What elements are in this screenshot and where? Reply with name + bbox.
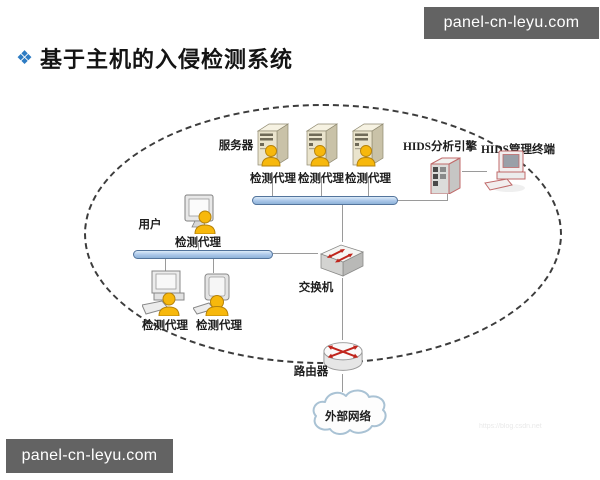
hids-engine-icon [430,157,461,194]
agent-label: 检测代理 [250,173,296,185]
slide-title: ❖ 基于主机的入侵检测系统 [16,42,293,74]
connector-line [342,205,343,242]
connector-line [273,253,318,254]
router-icon [323,342,363,371]
network-boundary-ellipse [84,104,562,364]
agent-label: 检测代理 [142,320,188,332]
user-network-bus [133,250,273,259]
agent-person-icon [356,145,376,167]
connector-line [198,243,199,250]
watermark-badge-bottom-left[interactable]: panel-cn-leyu.com [6,439,173,473]
agent-person-icon [194,210,216,234]
user-label: 用户 [138,219,162,231]
agent-label: 检测代理 [345,173,391,185]
external-network-label: 外部网络 [325,411,371,423]
page-title: 基于主机的入侵检测系统 [40,47,294,72]
agent-person-icon [310,145,330,167]
connector-line [342,374,343,392]
server-network-bus [252,196,398,205]
switch-label: 交换机 [298,282,334,294]
agent-person-icon [261,145,281,167]
connector-line [398,200,448,201]
connector-line [272,178,273,197]
agent-person-icon [158,292,180,316]
connector-line [368,178,369,197]
user-pc-icon [193,273,230,316]
diamond-bullet-icon: ❖ [16,47,34,69]
servers-group-label: 服务器 [218,140,254,152]
router-label: 路由器 [293,366,329,378]
user-pc-icon [142,270,185,316]
agent-label: 检测代理 [175,237,221,249]
connector-line [462,171,487,172]
hids-engine-label: HIDS分析引擎 [402,141,478,153]
connector-line [447,191,448,201]
watermark-badge-top-right[interactable]: panel-cn-leyu.com [424,7,599,39]
connector-line [321,178,322,197]
switch-icon [319,244,365,277]
server-icon [305,123,339,167]
agent-label: 检测代理 [298,173,344,185]
server-icon [351,123,385,167]
switch-arrows [327,249,353,263]
hids-terminal-icon [484,150,526,192]
server-icon [256,123,290,167]
connector-line [342,278,343,340]
source-watermark: https://blog.csdn.net [479,423,542,430]
router-arrows [327,345,359,358]
connector-line [165,259,166,273]
agent-person-icon [205,295,229,316]
agent-label: 检测代理 [196,320,242,332]
connector-line [213,259,214,273]
user-workstation-icon [184,194,216,234]
cloud-icon [312,389,387,435]
